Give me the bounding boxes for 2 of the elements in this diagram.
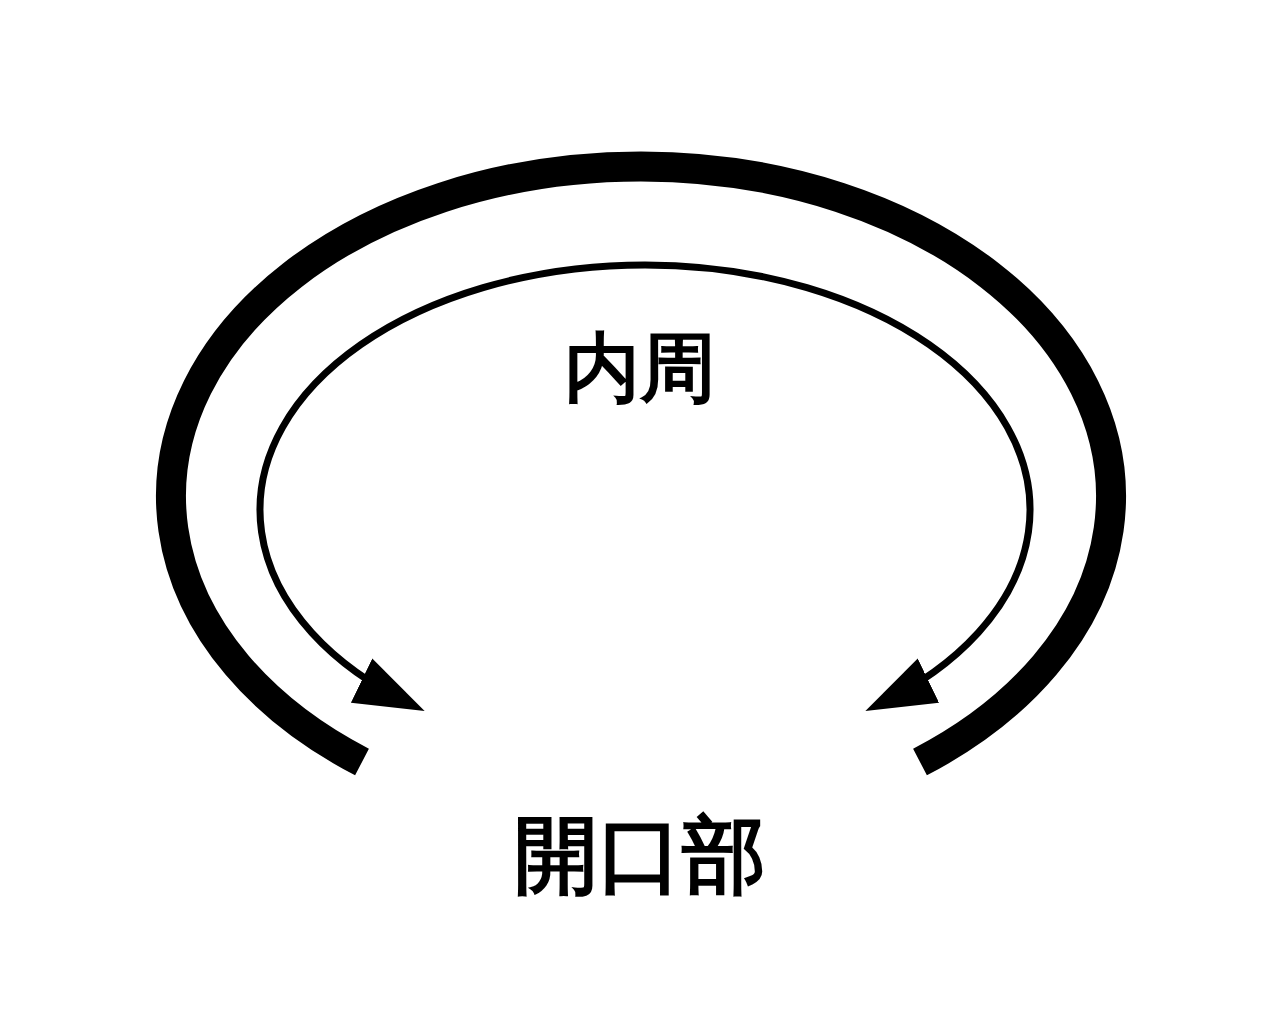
label: 内周: [564, 330, 716, 406]
label: 開口部: [514, 813, 766, 897]
